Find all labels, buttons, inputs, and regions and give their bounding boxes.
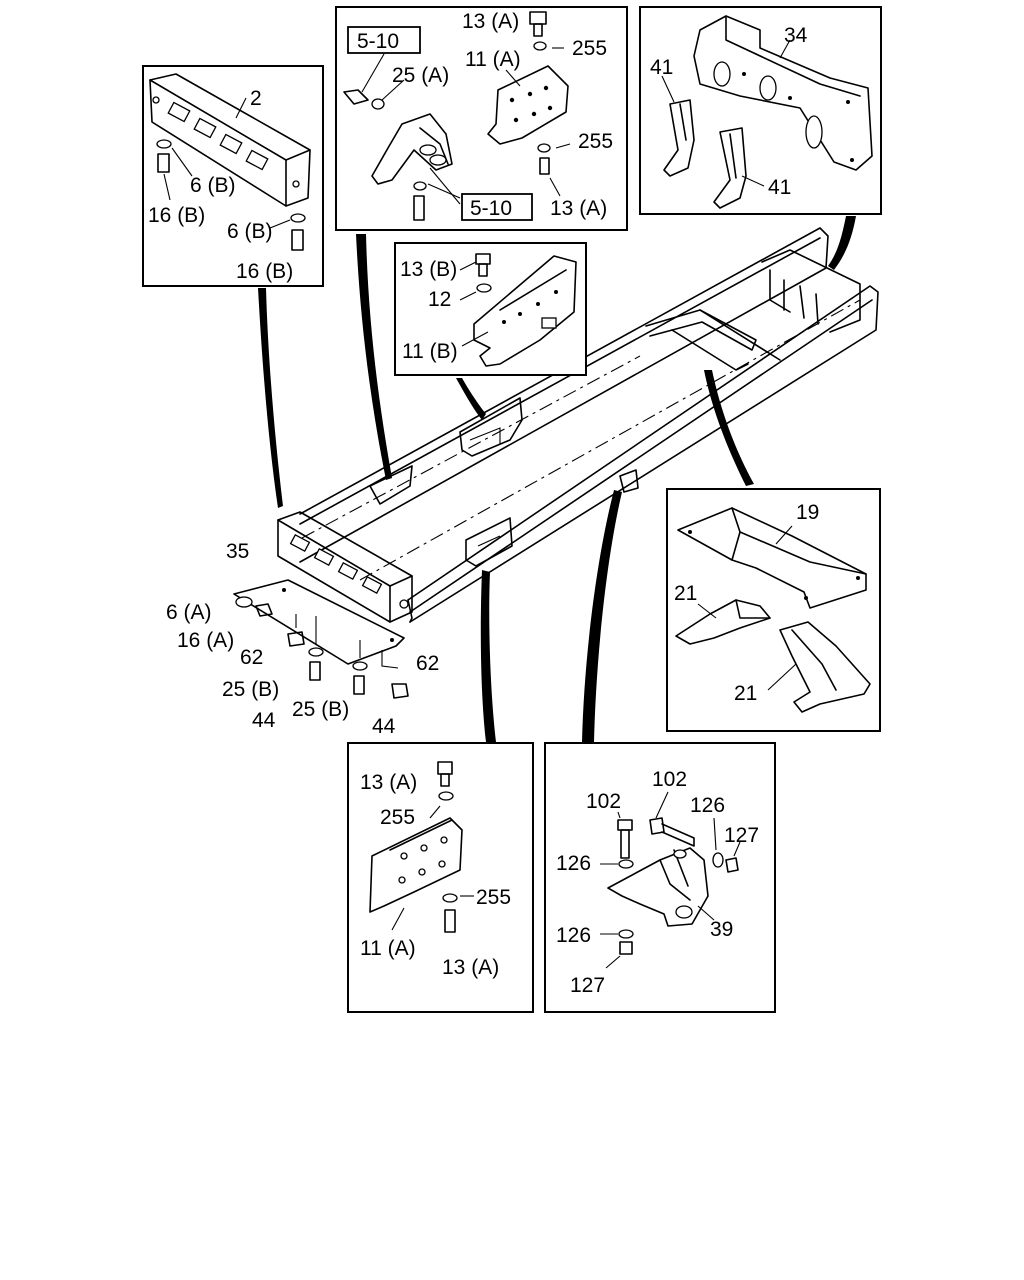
label-part-255: 255 bbox=[578, 130, 613, 153]
label-part-25b: 25 (B) bbox=[292, 698, 349, 721]
label-part-12: 12 bbox=[428, 288, 451, 311]
label-part-39: 39 bbox=[710, 918, 733, 941]
detail-box-mount-bracket bbox=[335, 6, 628, 231]
label-part-255: 255 bbox=[380, 806, 415, 829]
label-part-35: 35 bbox=[226, 540, 249, 563]
part-labels: 2 6 (B) 16 (B) 6 (B) 16 (B) 5-10 5-10 13… bbox=[148, 10, 819, 997]
label-part-21: 21 bbox=[674, 582, 697, 605]
label-part-11a: 11 (A) bbox=[360, 937, 416, 960]
label-part-13b: 13 (B) bbox=[400, 258, 457, 281]
label-part-62: 62 bbox=[416, 652, 439, 675]
label-part-127: 127 bbox=[570, 974, 605, 997]
label-part-126: 126 bbox=[556, 852, 591, 875]
ref-box-5-10-lower bbox=[461, 193, 533, 221]
detail-box-crossmember-19 bbox=[666, 488, 881, 732]
label-part-16b: 16 (B) bbox=[236, 260, 293, 283]
label-part-126: 126 bbox=[690, 794, 725, 817]
detail-box-bracket-11a bbox=[347, 742, 534, 1013]
label-part-25b: 25 (B) bbox=[222, 678, 279, 701]
callout-leaders bbox=[258, 216, 856, 742]
label-part-2: 2 bbox=[250, 87, 262, 110]
detail-box-rear-crossmember bbox=[639, 6, 882, 215]
label-part-6b: 6 (B) bbox=[190, 174, 236, 197]
label-ref-5-10: 5-10 bbox=[357, 30, 399, 53]
label-part-41: 41 bbox=[650, 56, 673, 79]
label-part-13a: 13 (A) bbox=[442, 956, 499, 979]
label-part-11a: 11 (A) bbox=[465, 48, 521, 71]
label-part-16a: 16 (A) bbox=[177, 629, 234, 652]
label-part-6b: 6 (B) bbox=[227, 220, 273, 243]
detail-box-bracket-11b bbox=[394, 242, 587, 376]
detail-box-front-crossmember bbox=[142, 65, 324, 287]
label-part-13a: 13 (A) bbox=[360, 771, 417, 794]
label-part-102: 102 bbox=[586, 790, 621, 813]
label-part-11b: 11 (B) bbox=[402, 340, 458, 363]
detail-box-bracket-39 bbox=[544, 742, 776, 1013]
label-part-13a: 13 (A) bbox=[462, 10, 519, 33]
label-part-34: 34 bbox=[784, 24, 808, 47]
label-part-44: 44 bbox=[372, 715, 396, 738]
label-part-19: 19 bbox=[796, 501, 819, 524]
label-part-13a: 13 (A) bbox=[550, 197, 607, 220]
ref-box-5-10-upper bbox=[347, 26, 421, 54]
label-part-41: 41 bbox=[768, 176, 791, 199]
label-part-102: 102 bbox=[652, 768, 687, 791]
label-part-255: 255 bbox=[476, 886, 511, 909]
label-part-44: 44 bbox=[252, 709, 276, 732]
label-part-127: 127 bbox=[724, 824, 759, 847]
label-part-126: 126 bbox=[556, 924, 591, 947]
label-ref-5-10: 5-10 bbox=[470, 197, 512, 220]
label-part-255: 255 bbox=[572, 37, 607, 60]
label-part-21: 21 bbox=[734, 682, 757, 705]
label-part-25a: 25 (A) bbox=[392, 64, 449, 87]
label-part-62: 62 bbox=[240, 646, 263, 669]
label-part-16b: 16 (B) bbox=[148, 204, 205, 227]
label-part-6a: 6 (A) bbox=[166, 601, 212, 624]
